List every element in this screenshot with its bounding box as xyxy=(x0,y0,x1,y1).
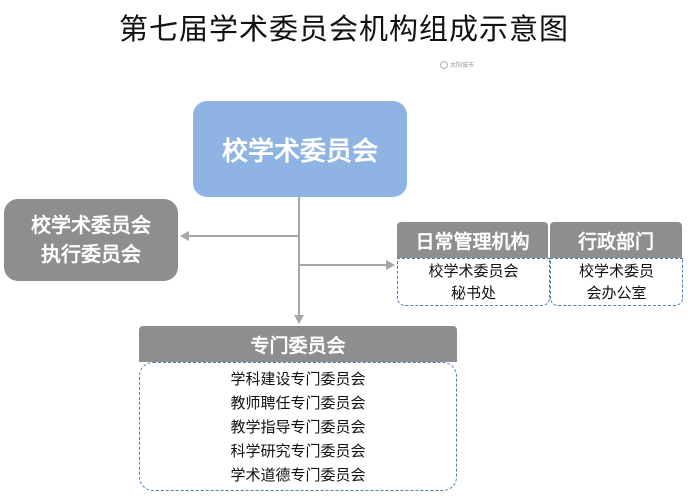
daily-management-header: 日常管理机构 xyxy=(397,222,548,258)
office-line-2: 会办公室 xyxy=(586,284,647,302)
special-committees-list: 学科建设专门委员会 教师聘任专门委员会 教学指导专门委员会 科学研究专门委员会 … xyxy=(139,362,457,491)
secretariat-line-1: 校学术委员会 xyxy=(428,262,519,280)
special-committees-header: 专门委员会 xyxy=(139,326,457,362)
special-committee-item: 教学指导专门委员会 xyxy=(230,417,366,436)
executive-line-1: 校学术委员会 xyxy=(31,213,151,237)
secretariat-box: 校学术委员会 秘书处 xyxy=(397,258,550,306)
administrative-dept-header: 行政部门 xyxy=(550,222,682,258)
arrowhead-executive xyxy=(180,231,189,241)
diagram-title: 第七届学术委员会机构组成示意图 xyxy=(118,12,569,46)
arrowhead-special xyxy=(294,315,304,324)
special-committee-item: 学术道德专门委员会 xyxy=(230,465,366,484)
academic-committee-label: 校学术委员会 xyxy=(221,136,378,167)
special-committee-item: 科学研究专门委员会 xyxy=(230,441,366,460)
secretariat-line-2: 秘书处 xyxy=(450,284,496,302)
special-committee-item: 学科建设专门委员会 xyxy=(230,369,366,388)
watermark: 太阳城市 xyxy=(440,60,474,69)
special-committee-item: 教师聘任专门委员会 xyxy=(230,393,366,412)
committee-office-box: 校学术委员 会办公室 xyxy=(550,258,683,306)
watermark-text: 太阳城市 xyxy=(450,62,475,69)
executive-committee-node: 校学术委员会 执行委员会 xyxy=(4,199,178,281)
executive-line-2: 执行委员会 xyxy=(41,242,141,266)
office-line-1: 校学术委员 xyxy=(578,262,654,280)
academic-committee-node: 校学术委员会 xyxy=(193,101,407,197)
arrowhead-daily xyxy=(386,260,395,270)
watermark-logo-icon xyxy=(440,60,448,69)
